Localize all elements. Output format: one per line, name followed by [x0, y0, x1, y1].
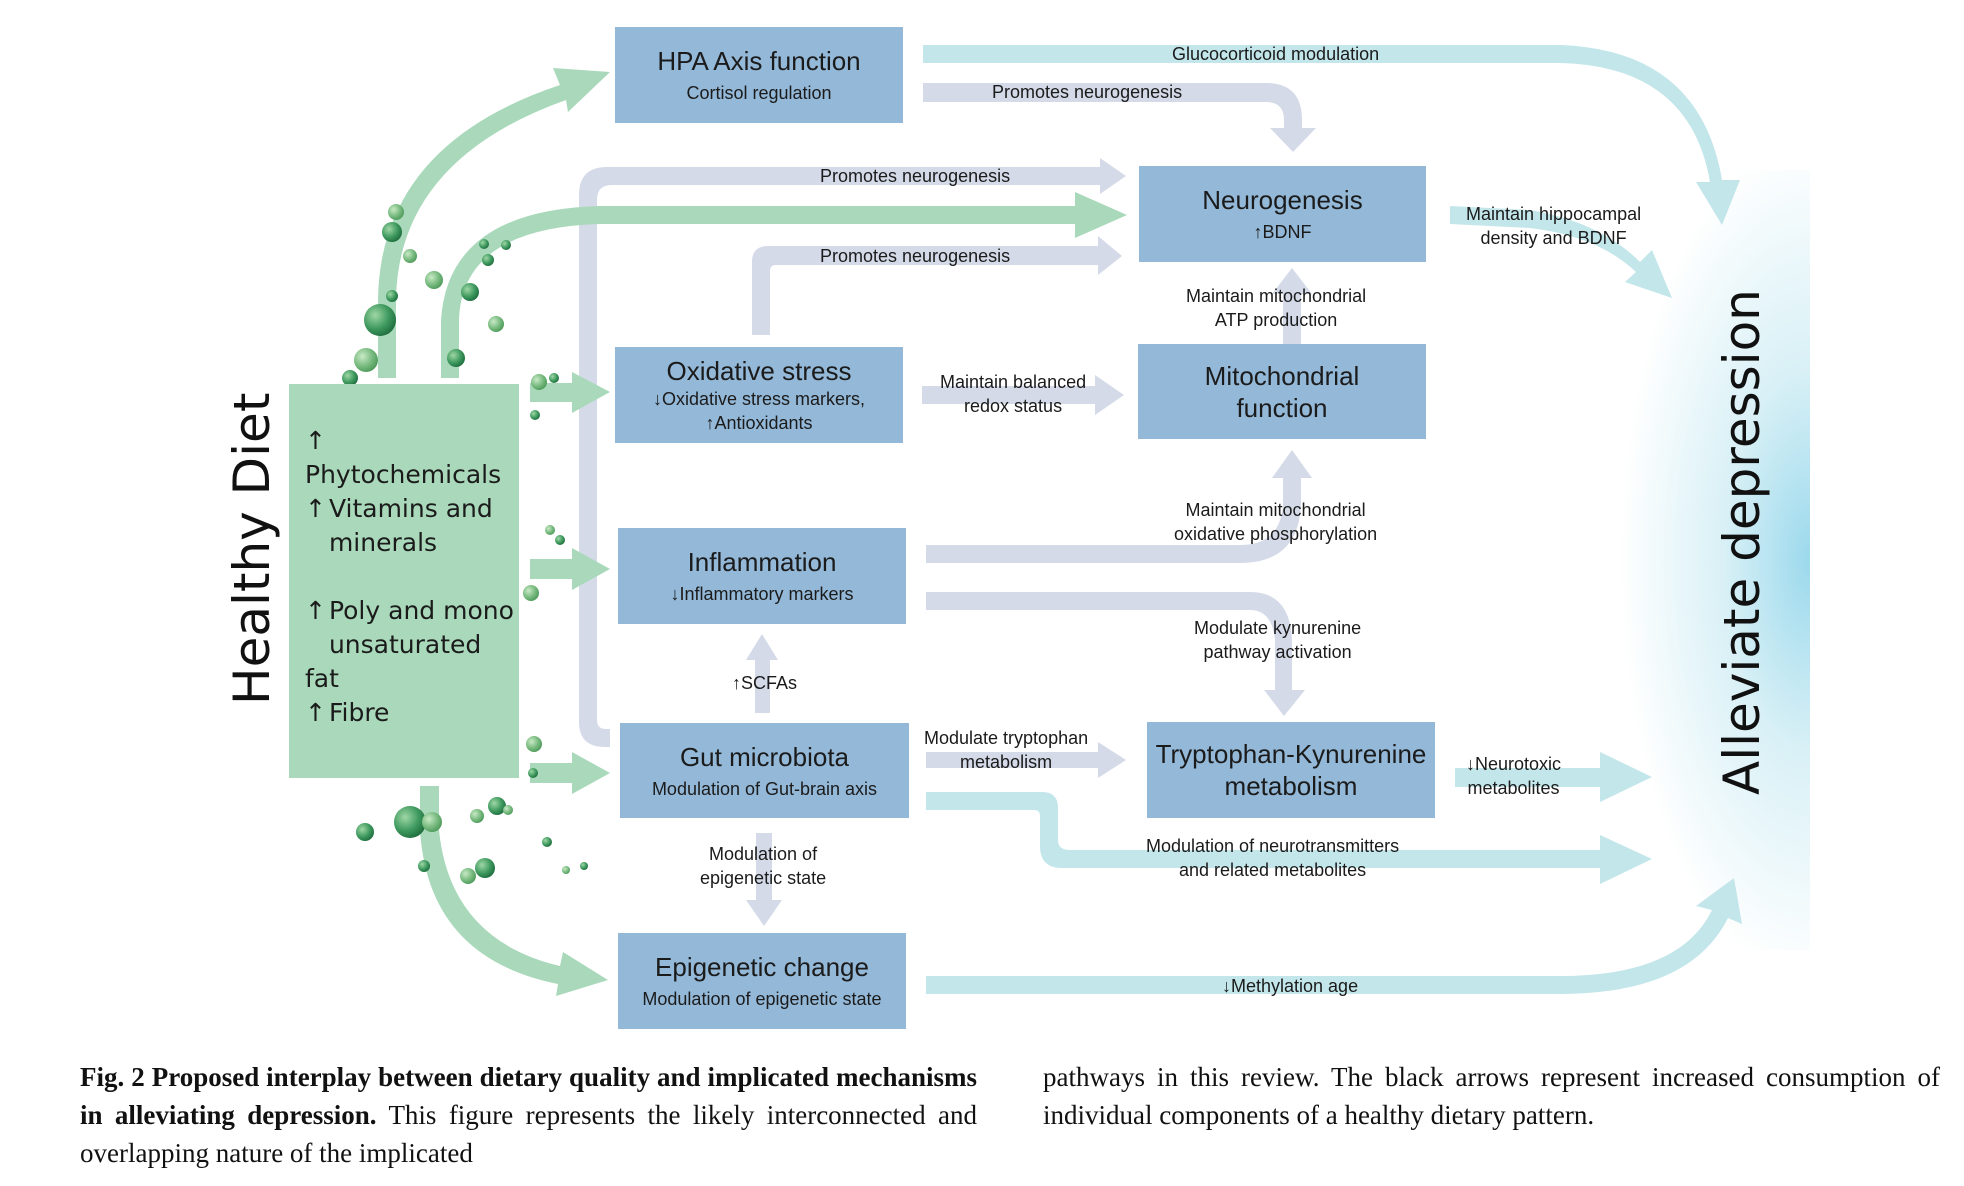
arrow-layer: [342, 45, 1742, 996]
node-tryptophan-kynurenine: Tryptophan-Kynurenine metabolism: [1147, 722, 1435, 818]
label-scfa: ↑SCFAs: [732, 673, 798, 693]
arrow-diet-hpa: [378, 68, 610, 378]
arrow-glucocorticoid: [923, 45, 1740, 225]
bead: [342, 370, 358, 386]
label-epigenetic: Modulation of epigenetic state: [700, 844, 827, 888]
bead: [475, 858, 495, 878]
bead: [482, 254, 494, 266]
node-oxidative-stress: Oxidative stress ↓Oxidative stress marke…: [615, 347, 903, 443]
up-arrow-icon: ↑: [305, 494, 326, 523]
label-hpa-neurogenesis: Promotes neurogenesis: [992, 82, 1183, 102]
arrow-oxidative-neurogenesis: [752, 236, 1122, 335]
arrow-neurotransmitters: [926, 792, 1652, 884]
caption-column-1: Fig. 2 Proposed interplay between dietar…: [80, 1058, 977, 1172]
arrow-diet-inflammation: [530, 548, 610, 590]
bead: [501, 240, 511, 250]
bead: [528, 768, 538, 778]
caption-bold-title: Proposed interplay between dietary quali…: [80, 1062, 977, 1130]
bead: [356, 823, 374, 841]
label-neurotransmitters: Modulation of neurotransmitters and rela…: [1146, 836, 1400, 880]
label-kynurenine: Modulate kynurenine pathway activation: [1194, 618, 1362, 662]
bead: [394, 806, 426, 838]
bead: [545, 525, 555, 535]
diet-item-phytochemicals: ↑ Phytochemicals: [305, 426, 502, 489]
label-oxphos: Maintain mitochondrial oxidative phospho…: [1174, 500, 1378, 544]
node-epigenetic-change: Epigenetic change Modulation of epigenet…: [618, 933, 906, 1029]
arrow-atp: [1272, 268, 1312, 344]
arrow-hippocampal: [1450, 206, 1672, 298]
bead: [418, 860, 430, 872]
bead: [354, 348, 378, 372]
bead: [488, 797, 506, 815]
bead: [523, 585, 539, 601]
arrow-scfa: [746, 634, 778, 713]
diet-item-fibre: ↑ Fibre: [305, 696, 389, 730]
arrow-oxphos: [926, 450, 1312, 563]
alleviate-depression-title: Alleviate depression: [1713, 289, 1771, 795]
bead: [542, 837, 552, 847]
bead: [479, 239, 489, 249]
bead: [503, 805, 513, 815]
bead: [461, 283, 479, 301]
label-redox: Maintain balanced redox status: [940, 372, 1087, 416]
caption-text-2: pathways in this review. The black arrow…: [1043, 1062, 1940, 1130]
caption-label: Fig. 2: [80, 1062, 145, 1092]
bead: [549, 373, 559, 383]
alleviate-depression-glow: [1560, 170, 1810, 950]
bead: [531, 374, 547, 390]
arrow-diet-gut: [530, 752, 610, 794]
arrow-kynurenine: [926, 592, 1305, 716]
label-glucocorticoid: Glucocorticoid modulation: [1172, 44, 1380, 64]
bead: [470, 809, 484, 823]
label-neurotoxic: ↓Neurotoxic metabolites: [1466, 754, 1562, 798]
node-inflammation: Inflammation ↓Inflammatory markers: [618, 528, 906, 624]
bead: [530, 410, 540, 420]
caption-text-1: This figure represents the likely interc…: [80, 1100, 977, 1168]
label-oxidative-neurogenesis: Promotes neurogenesis: [820, 246, 1011, 266]
arrow-epigenetic: [746, 833, 782, 926]
arrow-redox: [922, 375, 1124, 415]
arrow-diet-epigenetic: [420, 786, 608, 996]
label-hippocampal: Maintain hippocampal density and BDNF: [1466, 204, 1642, 248]
arrow-neurotoxic: [1455, 752, 1652, 802]
arrow-methylation: [926, 878, 1742, 994]
bead: [422, 812, 442, 832]
caption-column-2: pathways in this review. The black arrow…: [1043, 1058, 1940, 1134]
bead: [386, 290, 398, 302]
arrow-diet-neurogenesis: [441, 192, 1127, 378]
up-arrow-icon: ↑: [305, 426, 326, 455]
node-mitochondrial-function: Mitochondrial function: [1138, 344, 1426, 439]
bead: [388, 204, 404, 220]
arrow-hpa-neurogenesis: [923, 83, 1316, 152]
bead: [403, 249, 417, 263]
bead: [425, 271, 443, 289]
label-methylation: ↓Methylation age: [1222, 976, 1359, 996]
diet-item-fats: ↑ Poly and mono unsaturated fat: [305, 596, 514, 693]
bead: [364, 304, 396, 336]
bead: [488, 316, 504, 332]
bead: [555, 535, 565, 545]
bead: [382, 222, 402, 242]
healthy-diet-box: ↑ Phytochemicals ↑ Vitamins and minerals…: [289, 384, 519, 778]
bead: [562, 866, 570, 874]
arrow-tryptophan: [926, 742, 1126, 778]
diet-item-vitamins: ↑ Vitamins and minerals: [305, 494, 493, 557]
diagram: Healthy Diet Alleviate depression ↑ Phyt…: [223, 27, 1810, 1029]
arrow-diet-oxidative: [530, 372, 610, 413]
label-atp: Maintain mitochondrial ATP production: [1186, 286, 1367, 330]
bead: [447, 349, 465, 367]
up-arrow-icon: ↑: [305, 596, 326, 625]
bead: [526, 736, 542, 752]
node-hpa-axis: HPA Axis function Cortisol regulation: [615, 27, 903, 123]
bead: [460, 868, 476, 884]
healthy-diet-title: Healthy Diet: [223, 392, 281, 705]
node-gut-microbiota: Gut microbiota Modulation of Gut-brain a…: [620, 723, 909, 818]
up-arrow-icon: ↑: [305, 698, 326, 727]
label-tryptophan: Modulate tryptophan metabolism: [924, 728, 1089, 772]
label-gut-neurogenesis: Promotes neurogenesis: [820, 166, 1011, 186]
bead: [580, 862, 588, 870]
node-neurogenesis: Neurogenesis ↑BDNF: [1139, 166, 1426, 262]
